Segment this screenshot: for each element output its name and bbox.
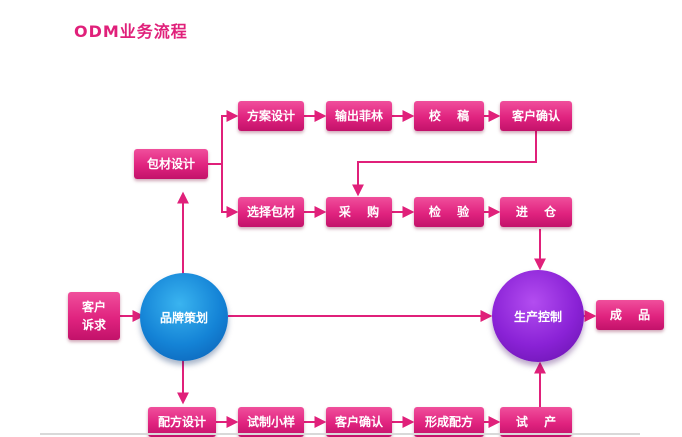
warehousing-box: 进 仓 <box>500 197 572 227</box>
page-title: ODM业务流程 <box>74 22 188 41</box>
trial-production-box: 试 产 <box>500 407 572 437</box>
select-packaging-box: 选择包材 <box>238 197 304 227</box>
purchase-box: 采 购 <box>326 197 392 227</box>
branch-packaging-lower <box>221 164 239 218</box>
branch-packaging <box>208 110 239 165</box>
brand-planning-circle: 品牌策划 <box>140 273 228 361</box>
packaging-design-box: 包材设计 <box>134 149 208 179</box>
production-control-circle: 生产控制 <box>492 270 584 362</box>
finished-product-box: 成 品 <box>596 300 664 330</box>
customer-request-box: 客户 诉求 <box>68 292 120 340</box>
formulation-box: 形成配方 <box>414 407 484 437</box>
bottom-divider <box>40 433 640 435</box>
formula-design-box: 配方设计 <box>148 407 216 437</box>
trial-sample-box: 试制小样 <box>238 407 304 437</box>
output-film-box: 输出菲林 <box>326 101 392 131</box>
arrow-confirm-to-purchase <box>352 131 537 197</box>
proposal-design-box: 方案设计 <box>238 101 304 131</box>
proofread-box: 校 稿 <box>414 101 484 131</box>
customer-confirm-top-box: 客户确认 <box>500 101 572 131</box>
customer-confirm-bottom-box: 客户确认 <box>326 407 392 437</box>
inspection-box: 检 验 <box>414 197 484 227</box>
